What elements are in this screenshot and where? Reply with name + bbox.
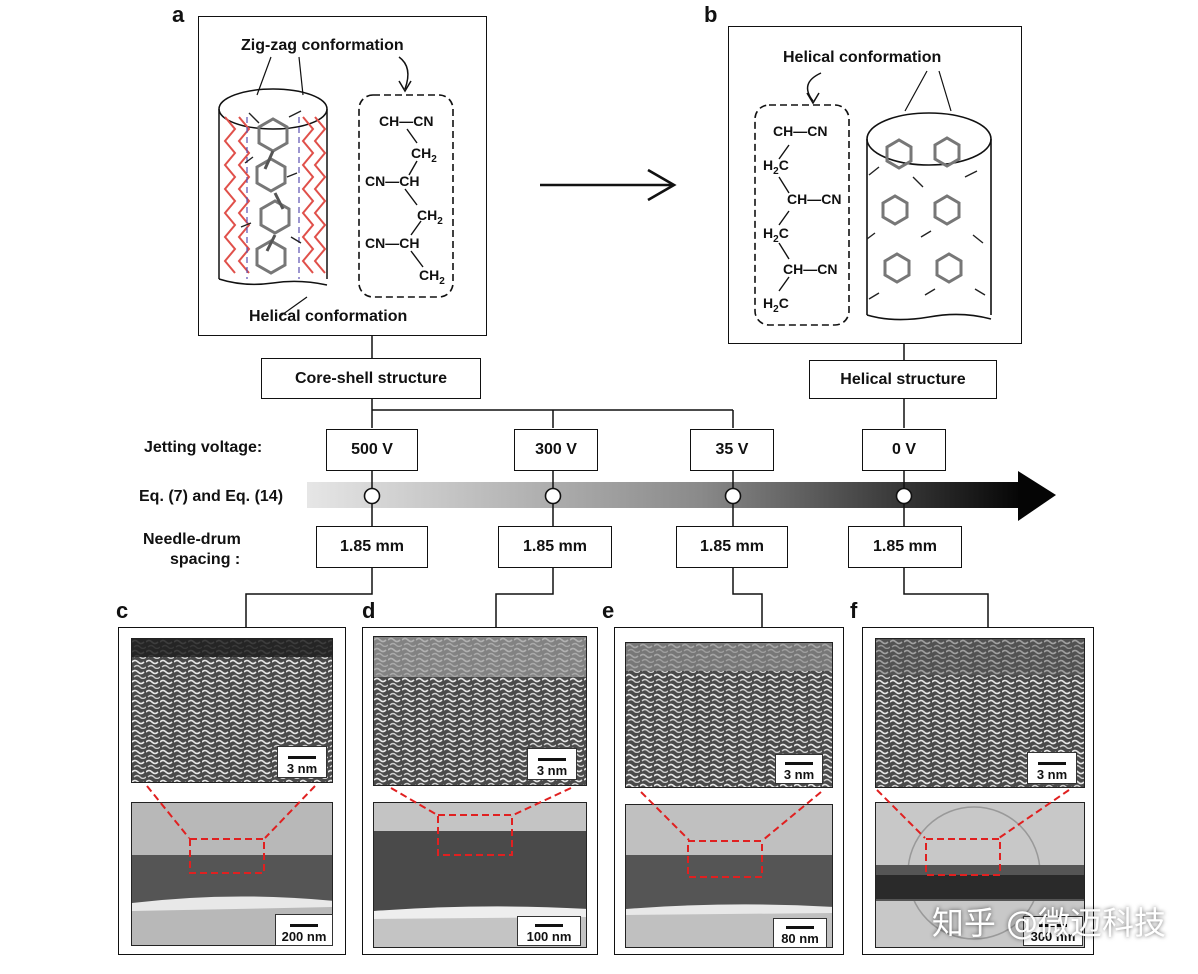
panel-letter-d: d [362,598,376,623]
tem-lowmag-image [131,802,333,946]
gradient-arrowhead [1018,471,1056,521]
panel-letter-c: c [116,598,129,623]
scale-bar: 100 nm [517,916,581,946]
equation-label: Eq. (7) and Eq. (14) [139,488,284,505]
tem-panel-c: 3 nm 200 nm [118,627,346,955]
marker-circle [724,487,742,505]
watermark: 知乎 @微迈科技 [931,904,1166,942]
chem-group: CH—CN [379,113,434,129]
spacing-box: 1.85 mm [848,526,962,568]
panel-a-box: Zig-zag conformation Helical conformatio… [198,16,487,336]
voltage-box-300v: 300 V [514,429,598,471]
spacing-box: 1.85 mm [498,526,612,568]
scale-bar: 3 nm [775,754,823,784]
helical-conformation-label: Helical conformation [783,49,942,66]
chem-group: CN—CH [365,235,420,251]
panel-letter-f: f [850,598,858,623]
chem-group: CH2 [417,207,443,227]
core-shell-cylinder-drawing [218,56,454,318]
needle-drum-label-line2: spacing : [170,551,241,568]
panel-letter-b: b [704,2,718,27]
marker-circle [895,487,913,505]
chem-group: H2C [763,157,789,177]
chem-group: CH—CN [773,123,828,139]
chem-group: CH2 [419,267,445,287]
voltage-box-35v: 35 V [690,429,774,471]
lattice-texture [876,639,1084,787]
tem-hr-image [875,638,1085,788]
zoom-lines [640,791,822,841]
tem-panel-f: 3 nm 300 nm [862,627,1094,955]
voltage-box-500v: 500 V [326,429,418,471]
chem-group: H2C [763,295,789,315]
zoom-lines [390,787,572,817]
chem-group: H2C [763,225,789,245]
chem-group: CN—CH [365,173,420,189]
helical-cylinder-drawing [754,70,992,326]
chem-group: CH—CN [783,261,838,277]
tem-panel-d: 3 nm 100 nm [362,627,598,955]
voltage-box-0v: 0 V [862,429,946,471]
gradient-bar [307,482,1022,508]
needle-drum-label-line1: Needle-drum [143,531,241,548]
scale-bar: 3 nm [527,748,577,780]
spacing-box: 1.85 mm [676,526,788,568]
jetting-voltage-label: Jetting voltage: [144,439,263,456]
zoom-lines [146,785,316,839]
helical-conformation-label: Helical conformation [249,308,408,325]
marker-circle [544,487,562,505]
zigzag-conformation-label: Zig-zag conformation [241,37,404,54]
panel-letter-e: e [602,598,615,623]
marker-circle [363,487,381,505]
panel-letter-a: a [172,2,185,27]
scale-bar: 3 nm [1027,752,1077,784]
chem-group: CH2 [411,145,437,165]
scale-bar: 3 nm [277,746,327,778]
fiber-image [132,803,332,945]
core-shell-structure-box: Core-shell structure [261,358,481,399]
tem-panel-e: 3 nm 80 nm [614,627,844,955]
helical-structure-box: Helical structure [809,360,997,399]
spacing-box: 1.85 mm [316,526,428,568]
scale-bar: 80 nm [773,918,827,948]
scale-bar: 300 nm [1023,916,1083,946]
panel-b-box: Helical conformation CH—CN H2C CH—CN H2C… [728,26,1022,344]
chem-group: CH—CN [787,191,842,207]
scale-bar: 200 nm [275,914,333,946]
zoom-lines [876,789,1070,839]
